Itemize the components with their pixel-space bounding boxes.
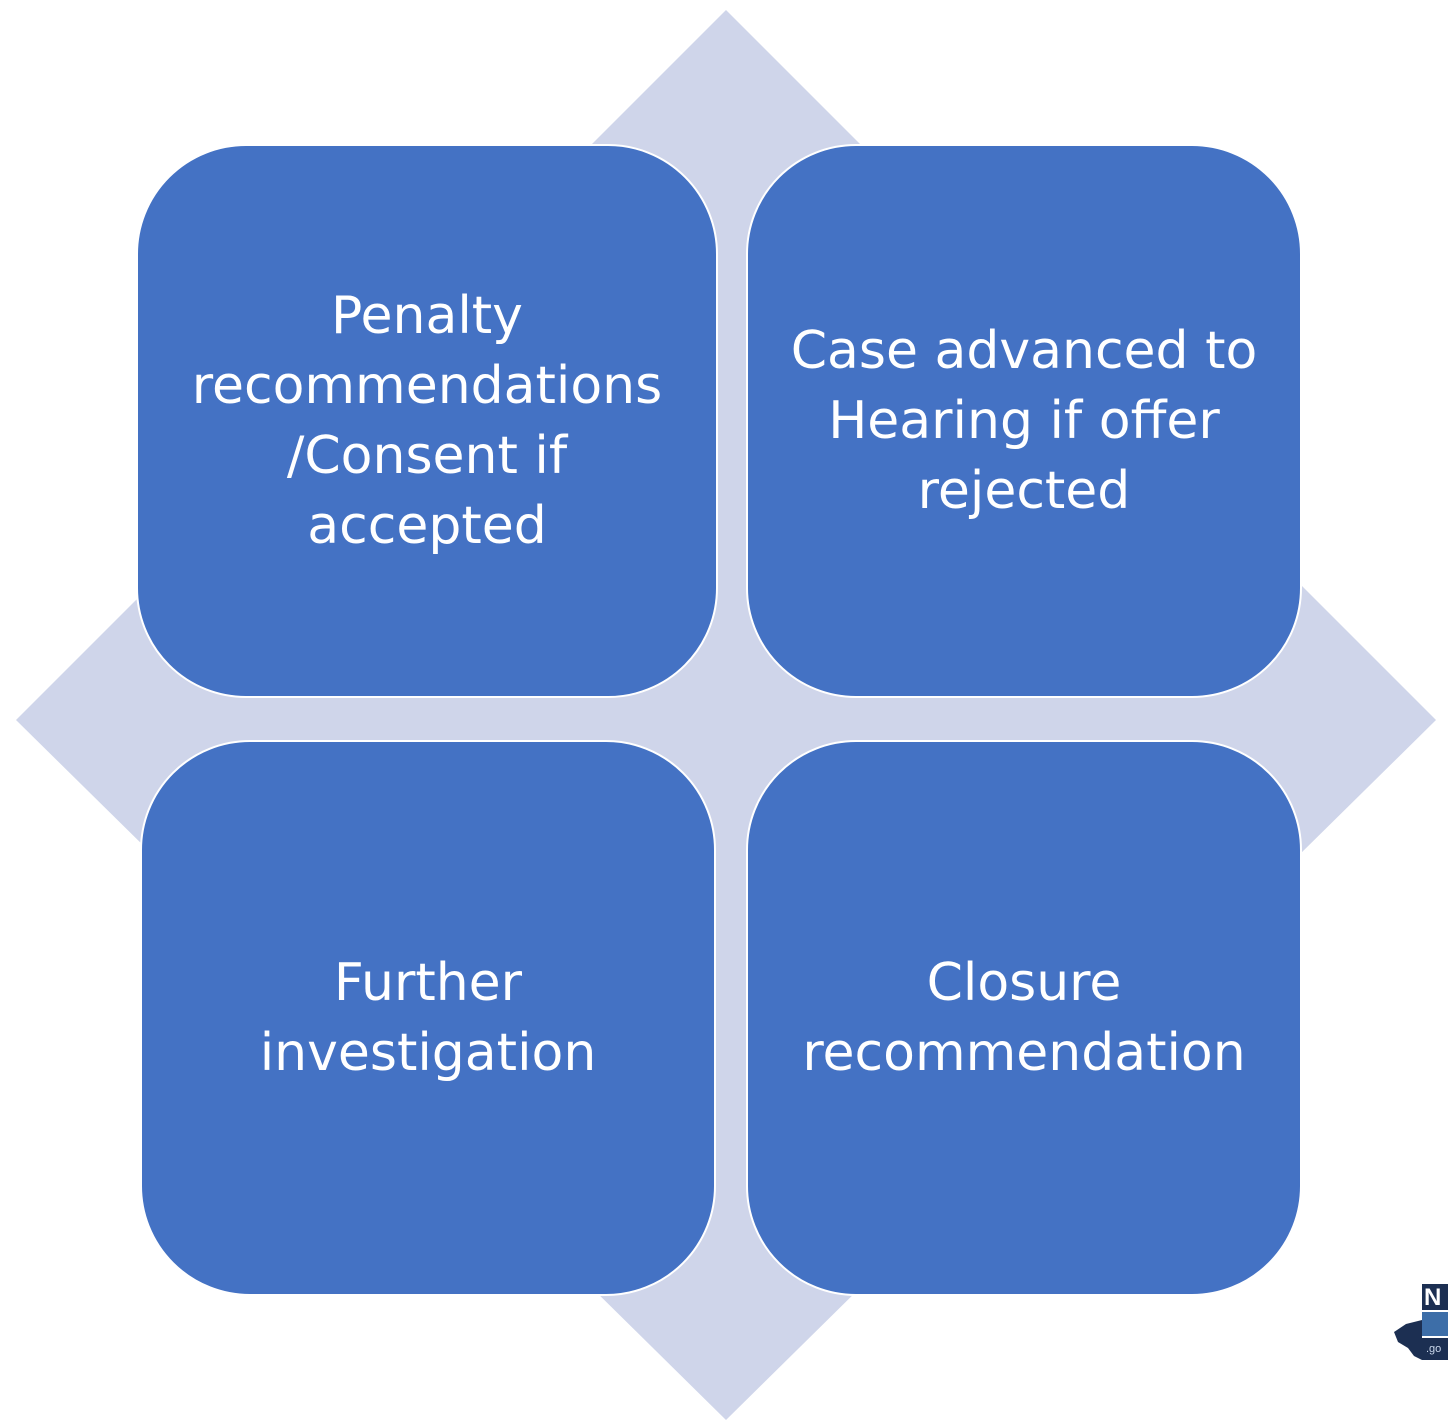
logo-domain-suffix: .go xyxy=(1422,1338,1448,1360)
quadrant-label: Penalty recommendations /Consent if acce… xyxy=(191,286,663,556)
organization-logo: N .go xyxy=(1392,1284,1448,1364)
quadrant-penalty-recommendations: Penalty recommendations /Consent if acce… xyxy=(136,144,718,698)
quadrant-case-advanced-to-hearing: Case advanced to Hearing if offer reject… xyxy=(746,144,1302,698)
logo-letter: N xyxy=(1422,1284,1448,1310)
quadrant-label: Closure recommendation xyxy=(802,953,1246,1083)
logo-stripe xyxy=(1422,1312,1448,1336)
state-silhouette-icon xyxy=(1394,1320,1422,1360)
quadrant-closure-recommendation: Closure recommendation xyxy=(746,740,1302,1296)
quadrant-label: Further investigation xyxy=(259,953,597,1083)
quadrant-further-investigation: Further investigation xyxy=(140,740,716,1296)
quadrant-label: Case advanced to Hearing if offer reject… xyxy=(790,321,1258,521)
